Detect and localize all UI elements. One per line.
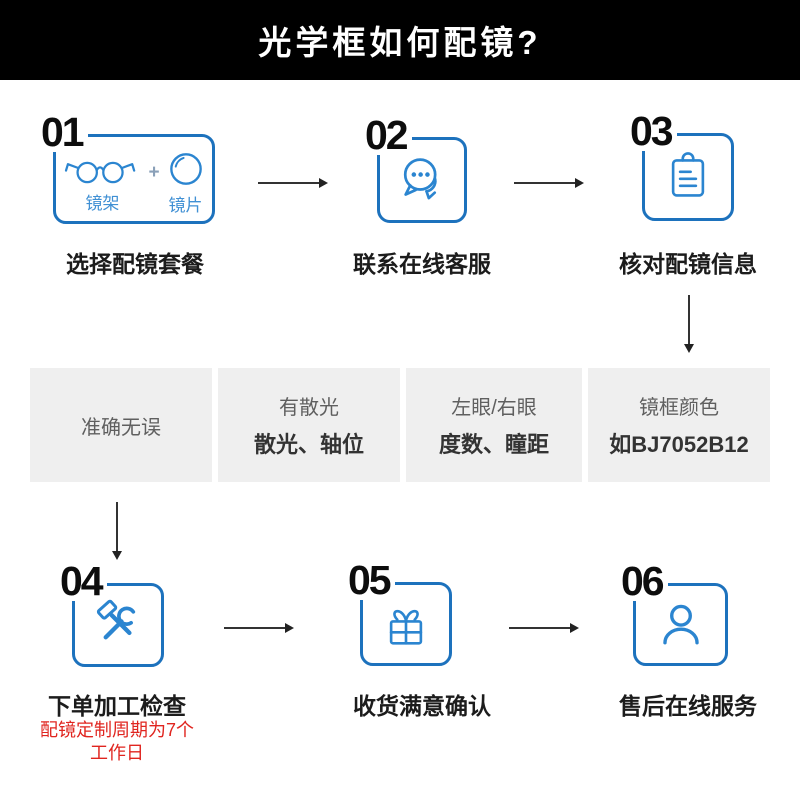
package-combo: 镜架 + 镜片: [63, 142, 204, 216]
info-line: 有散光: [279, 397, 339, 419]
arrow-down-icon: [112, 502, 122, 560]
info-line: 度数、瞳距: [438, 432, 549, 457]
step-06-number: 06: [619, 561, 668, 601]
step-03-number: 03: [628, 111, 677, 151]
info-line: 散光、轴位: [253, 432, 364, 457]
step-05-caption: 收货满意确认: [353, 693, 491, 719]
info-column-astigmatism: 有散光 散光、轴位: [218, 368, 400, 482]
header-bar: 光学框如何配镜?: [0, 0, 800, 80]
step-02-box: 02: [363, 115, 467, 223]
step-01-box: 01 镜架 +: [39, 112, 215, 224]
step-01-number: 01: [39, 112, 88, 152]
arrow-right-icon: [224, 623, 294, 633]
info-line: 镜框颜色: [639, 397, 719, 419]
info-line: 左眼/右眼: [451, 397, 537, 419]
person-icon: [662, 604, 699, 644]
lens-icon: [169, 153, 202, 185]
step-05-box: 05: [346, 560, 452, 666]
gift-icon: [389, 609, 423, 645]
info-column-eyes: 左眼/右眼 度数、瞳距: [406, 368, 582, 482]
glasses-icon: [65, 161, 136, 184]
chat-icon: [403, 158, 437, 200]
step-06-box: 06: [619, 561, 728, 666]
step-06-caption: 售后在线服务: [619, 693, 757, 719]
step-04-box: 04: [58, 561, 164, 667]
plus-sign: +: [148, 162, 160, 183]
arrow-down-icon: [684, 295, 694, 353]
page-title: 光学框如何配镜?: [258, 24, 542, 61]
arrow-right-icon: [258, 178, 328, 188]
info-line: 如BJ7052B12: [609, 432, 749, 457]
step-02-number: 02: [363, 115, 412, 155]
step-01-caption: 选择配镜套餐: [66, 251, 204, 277]
step-04-caption: 下单加工检查: [48, 693, 186, 719]
lens-label: 镜片: [168, 196, 203, 215]
lead-time-note: 配镜定制周期为7个 工作日: [39, 720, 194, 764]
info-column-accuracy: 准确无误: [30, 368, 212, 482]
step-03-caption: 核对配镜信息: [619, 251, 757, 277]
info-line: 准确无误: [81, 416, 161, 439]
step-03-box: 03: [628, 111, 734, 221]
step-05-number: 05: [346, 560, 395, 600]
step-02-caption: 联系在线客服: [353, 251, 491, 277]
arrow-right-icon: [509, 623, 579, 633]
frame-label: 镜架: [85, 194, 120, 213]
tools-icon: [96, 599, 136, 640]
arrow-right-icon: [514, 178, 584, 188]
info-column-frame-color: 镜框颜色 如BJ7052B12: [588, 368, 770, 482]
step-04-number: 04: [58, 561, 107, 601]
clipboard-icon: [671, 152, 705, 197]
